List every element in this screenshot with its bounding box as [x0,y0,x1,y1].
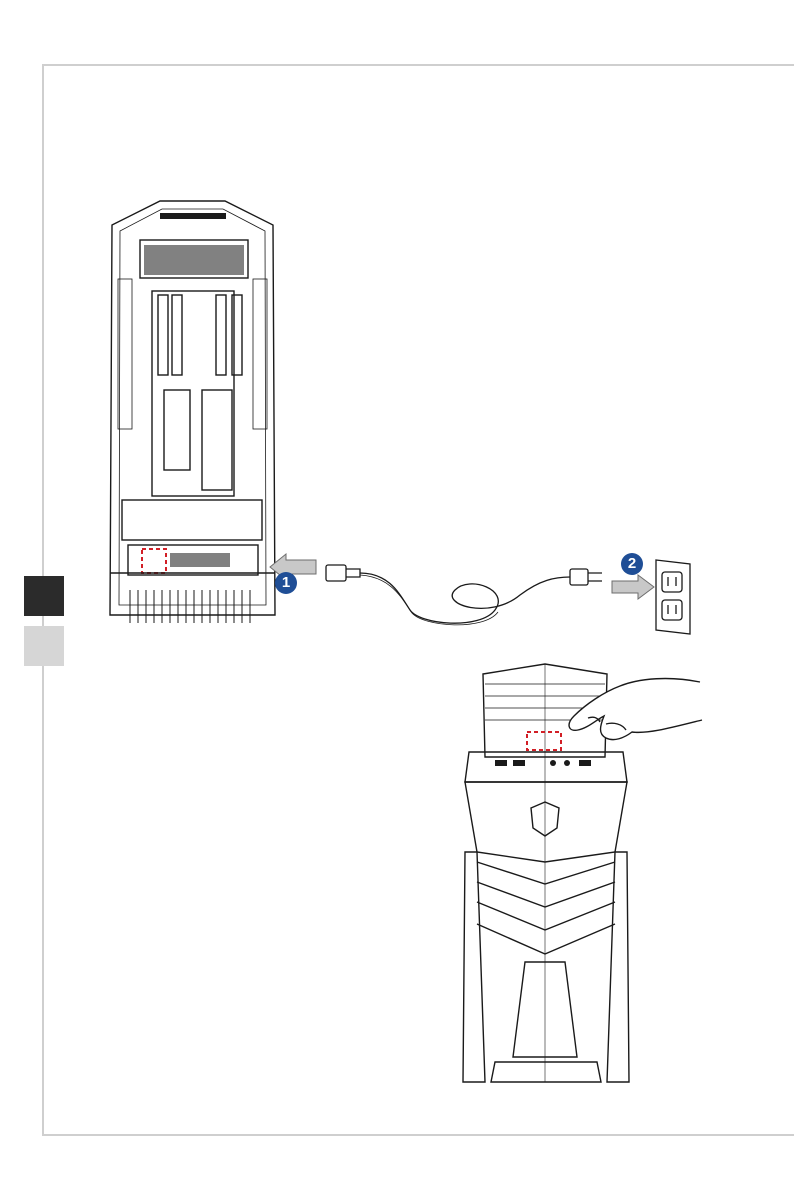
pc-rear-view [100,195,285,640]
frame-bottom-line [44,1134,794,1136]
hand-pressing-power-button [560,672,710,752]
outlet-arrow [610,574,656,600]
step-badge-2: 2 [621,553,643,575]
step-badge-1: 1 [275,572,297,594]
frame-top-line [44,64,794,66]
side-tab-active [24,576,64,616]
wall-outlet [652,558,694,636]
side-tab-inactive [24,626,64,666]
power-cord [320,555,610,630]
